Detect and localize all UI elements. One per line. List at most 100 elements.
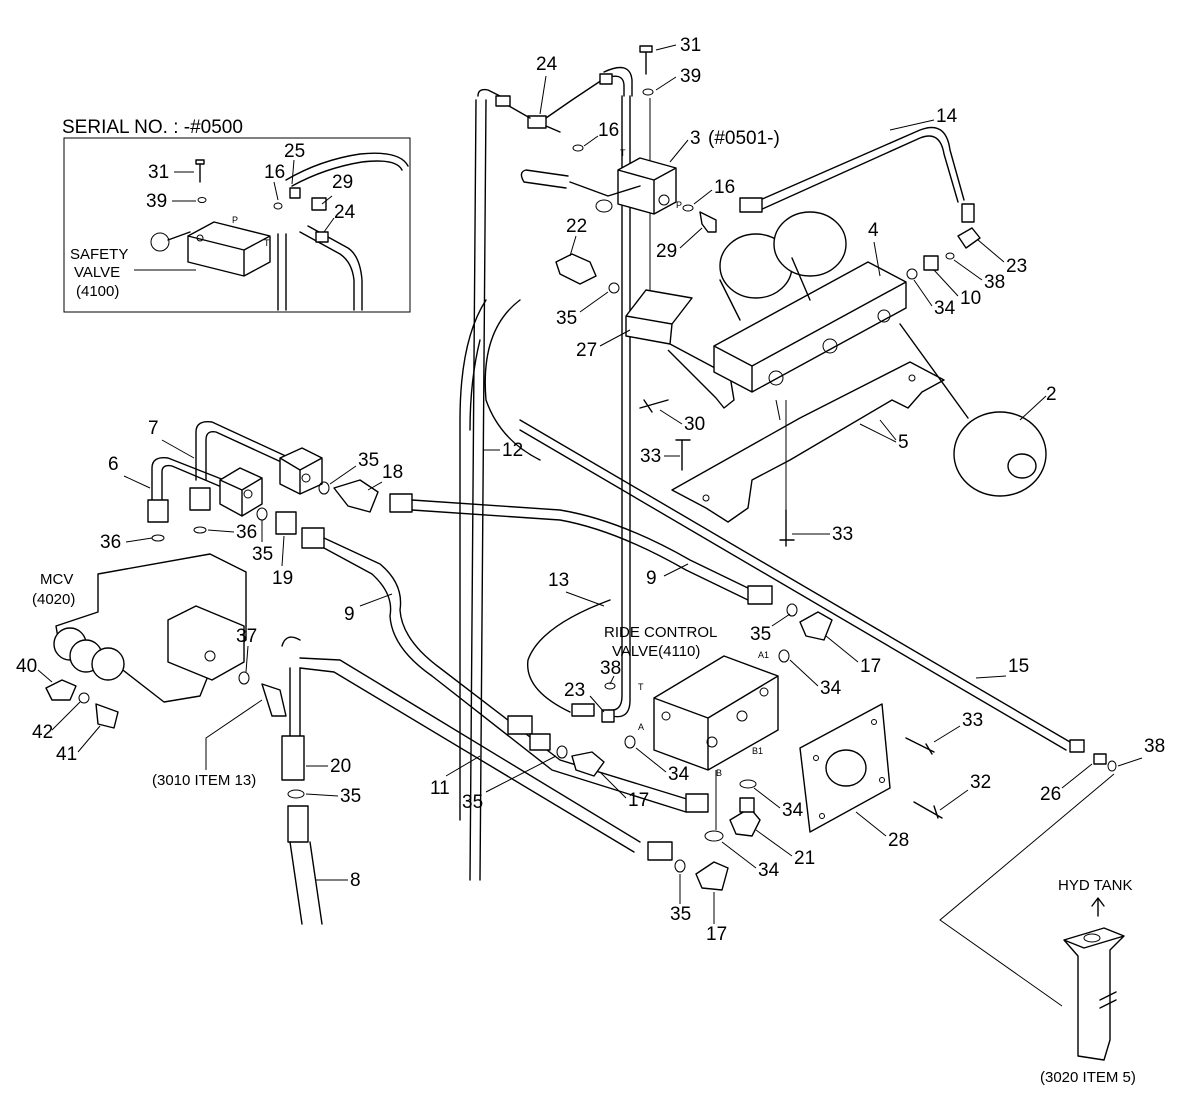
plate-28-hole — [825, 749, 867, 787]
leader-38-right — [1117, 757, 1143, 767]
mcv-label-1: MCV — [40, 571, 73, 588]
leader-2 — [1019, 395, 1047, 421]
callout-6: 6 — [108, 454, 119, 475]
inset-adapter — [289, 187, 301, 199]
hyd-tank-label: HYD TANK — [1058, 877, 1132, 894]
rcv-port-a-label: A — [638, 722, 644, 732]
hyd-tank-port — [1083, 933, 1101, 943]
callout-2: 2 — [1046, 384, 1057, 405]
leader-33-c — [933, 725, 961, 743]
callout-33-a: 33 — [640, 446, 661, 467]
callout-35-18: 35 — [358, 450, 379, 471]
callout-16-inset: 16 — [264, 162, 285, 183]
inset-safety-valve: SERIAL NO. : -#0500 P T SAFETY VALVE (41… — [62, 117, 411, 313]
inset-pipe-v — [277, 233, 287, 311]
inset-port-p: P — [232, 215, 238, 225]
callout-42: 42 — [32, 722, 53, 743]
callout-25-inset: 25 — [284, 141, 305, 162]
leader-36-left — [125, 537, 153, 543]
oring-35-e — [287, 789, 305, 799]
plug-10 — [923, 255, 939, 271]
mcv-label-2: (4020) — [32, 591, 75, 608]
leader-23 — [977, 239, 1005, 263]
callout-34-a: 34 — [668, 764, 690, 785]
hose-9-upper — [411, 499, 753, 601]
oring-35-c — [786, 603, 798, 617]
leader-18 — [367, 481, 383, 491]
callout-41: 41 — [56, 744, 77, 765]
tee-24-lines — [501, 79, 603, 133]
rcv-port-b-label: B — [716, 768, 722, 778]
callout-24-inset: 24 — [334, 202, 356, 223]
hose-11 — [299, 657, 641, 853]
callout-16-top: 16 — [598, 120, 619, 141]
hose-11-fitting — [647, 841, 673, 861]
valve-block-3 — [617, 157, 677, 215]
callout-14: 14 — [936, 106, 958, 127]
callout-33-b: 33 — [832, 524, 853, 545]
accumulator-body — [719, 257, 811, 321]
leader-29 — [679, 227, 703, 249]
callout-33-c: 33 — [962, 710, 983, 731]
leader-35-20 — [305, 793, 339, 797]
ref-3010-leader — [205, 699, 263, 770]
fitting-20 — [281, 735, 305, 781]
bolt-30 — [639, 399, 669, 413]
hose-9-upper-fitting — [747, 585, 773, 605]
callout-11: 11 — [430, 778, 450, 799]
ride-control-label-1: RIDE CONTROL — [604, 624, 717, 641]
hose-9-lower-fitting — [685, 793, 709, 813]
callout-35-20: 35 — [340, 786, 361, 807]
hose-13-curve — [527, 599, 611, 713]
inset-valve-lever — [167, 231, 191, 241]
rcv-port-c — [706, 736, 718, 748]
leader-13 — [565, 591, 605, 607]
fitting-40 — [45, 679, 77, 701]
oring-35-f — [556, 745, 568, 759]
elbow-17-b — [571, 751, 605, 777]
oring-36a — [151, 534, 165, 542]
oring-34 — [906, 268, 918, 280]
callout-29-inset: 29 — [332, 172, 353, 193]
manifold-port-a — [877, 309, 891, 323]
callout-15: 15 — [1008, 656, 1029, 677]
callout-34-a1: 34 — [820, 678, 842, 699]
callout-4: 4 — [868, 220, 879, 241]
pipe-12-vertical — [469, 99, 487, 881]
rcv-port-a — [661, 711, 671, 721]
hyd-tank-pipe — [1063, 927, 1125, 1061]
leader-32 — [939, 789, 969, 811]
plate-28-bolt-c — [819, 813, 825, 819]
callout-9-right: 9 — [646, 568, 657, 589]
accumulator-assembly — [625, 211, 1047, 547]
hose-14-end — [961, 203, 975, 223]
callout-38: 38 — [984, 272, 1005, 293]
leader-42 — [51, 701, 81, 731]
rcv-port-b1-label: B1 — [752, 746, 763, 756]
inset-tee — [315, 231, 329, 243]
callout-40: 40 — [16, 656, 37, 677]
leader-35-11 — [485, 755, 557, 793]
leader-25-inset — [291, 159, 295, 185]
hose-12-fitting — [507, 715, 533, 735]
fitting-26 — [1093, 753, 1107, 765]
mcv-spool-c — [91, 647, 125, 681]
leader-16-top — [583, 135, 599, 147]
callout-23: 23 — [1006, 256, 1027, 277]
callout-32: 32 — [970, 772, 991, 793]
inset-hose-a — [285, 152, 409, 181]
callout-17-mid: 17 — [628, 790, 649, 811]
leader-23-lower — [589, 695, 605, 713]
valve-3-port — [658, 194, 670, 206]
ride-control-valve-block — [653, 655, 779, 771]
mcv-port — [204, 650, 216, 662]
callout-31-inset: 31 — [148, 162, 169, 183]
oring-16a — [572, 144, 584, 152]
callout-9-left: 9 — [344, 604, 355, 625]
inset-serial-label: SERIAL NO. : -#0500 — [62, 117, 243, 138]
leader-34-a — [635, 747, 667, 773]
oring-35-a — [318, 481, 330, 495]
callout-35-right: 35 — [750, 624, 771, 645]
callout-17-right: 17 — [860, 656, 881, 677]
hyd-tank-stub — [1099, 991, 1117, 1009]
